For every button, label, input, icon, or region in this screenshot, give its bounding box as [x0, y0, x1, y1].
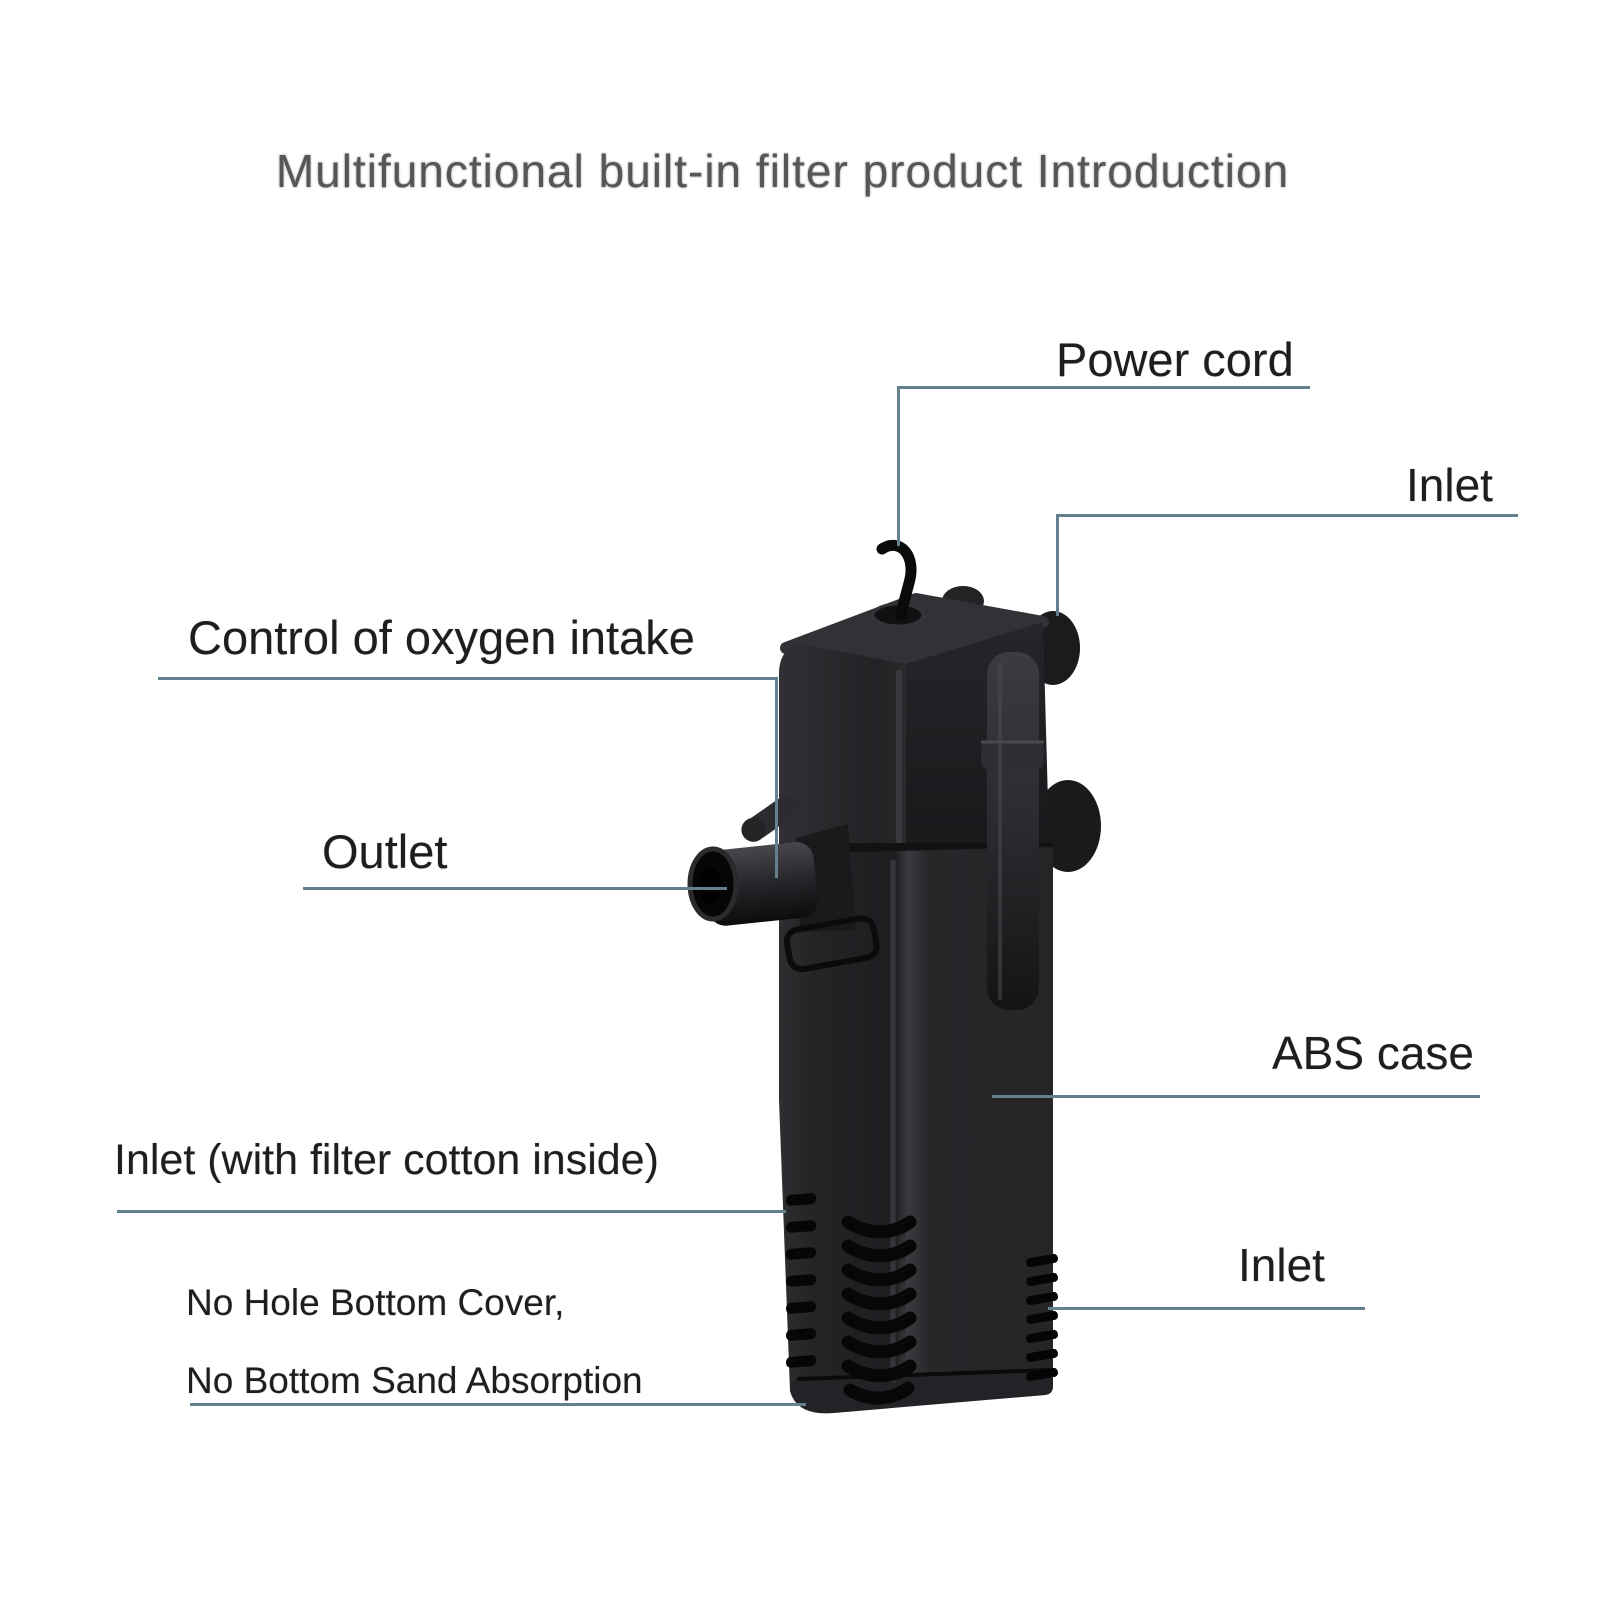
outlet-bore [699, 867, 721, 905]
slat [843, 1381, 915, 1405]
label-bottom-note-line2: No Bottom Sand Absorption [186, 1360, 643, 1401]
slot [1026, 1272, 1058, 1287]
slot [1026, 1253, 1058, 1268]
slat [841, 1311, 917, 1335]
label-abs-case: ABS case [1272, 1027, 1474, 1079]
label-bottom-note-line1: No Hole Bottom Cover, [186, 1282, 565, 1323]
label-power-cord: Power cord [1056, 333, 1294, 386]
slot [786, 1193, 816, 1206]
intake-column-ring [981, 740, 1044, 770]
label-inlet-bottom: Inlet [1238, 1239, 1325, 1291]
label-oxygen-control: Control of oxygen intake [188, 611, 695, 664]
leader-outlet [303, 887, 727, 890]
label-outlet: Outlet [322, 825, 448, 878]
air-intake-nozzle [741, 795, 799, 842]
slot [786, 1220, 816, 1233]
slot [1026, 1291, 1058, 1306]
outlet-assembly [687, 795, 880, 973]
bottom-cover-seam [796, 1368, 1051, 1381]
slot [1026, 1310, 1058, 1325]
leader-bottom-cover-note [190, 1403, 806, 1406]
slot [1026, 1348, 1058, 1363]
leader-inlet-bottom [1048, 1307, 1365, 1310]
label-inlet-top: Inlet [1406, 459, 1493, 511]
slot [786, 1328, 816, 1341]
page-title: Multifunctional built-in filter product … [275, 145, 1290, 197]
leader-power-cord [897, 386, 1310, 389]
leader-oxygen-control-drop [775, 677, 778, 878]
slot [1026, 1329, 1058, 1344]
label-inlet-filter-cotton: Inlet (with filter cotton inside) [114, 1136, 659, 1184]
slat [841, 1215, 917, 1239]
latch-groove [783, 915, 880, 973]
slat [841, 1239, 917, 1263]
slat [841, 1287, 917, 1311]
leader-inlet-top-drop [1056, 514, 1059, 616]
slot [786, 1301, 816, 1314]
slat [841, 1263, 917, 1287]
slot [786, 1355, 816, 1368]
oxygen-intake-column [981, 652, 1044, 1010]
slat [841, 1335, 917, 1359]
power-cord [876, 539, 917, 621]
inlet-slats-front [841, 1215, 917, 1405]
slat [841, 1359, 917, 1383]
leader-abs-case [992, 1095, 1480, 1098]
nozzle-cap [741, 817, 766, 842]
leader-inlet-filter-cotton [117, 1210, 786, 1213]
intake-column-tube [987, 652, 1039, 1010]
leader-power-cord-drop [897, 386, 900, 546]
leader-inlet-top [1056, 514, 1518, 517]
motor-head-front-face [779, 644, 906, 860]
bottom-cover [790, 1369, 1053, 1414]
slot [786, 1274, 816, 1287]
slot [786, 1247, 816, 1260]
slot [1026, 1367, 1058, 1382]
latch-groove-outline [783, 915, 880, 973]
leader-oxygen-control [158, 677, 778, 680]
inlet-slots-left [786, 1193, 816, 1368]
inlet-slots-right [1026, 1253, 1058, 1382]
